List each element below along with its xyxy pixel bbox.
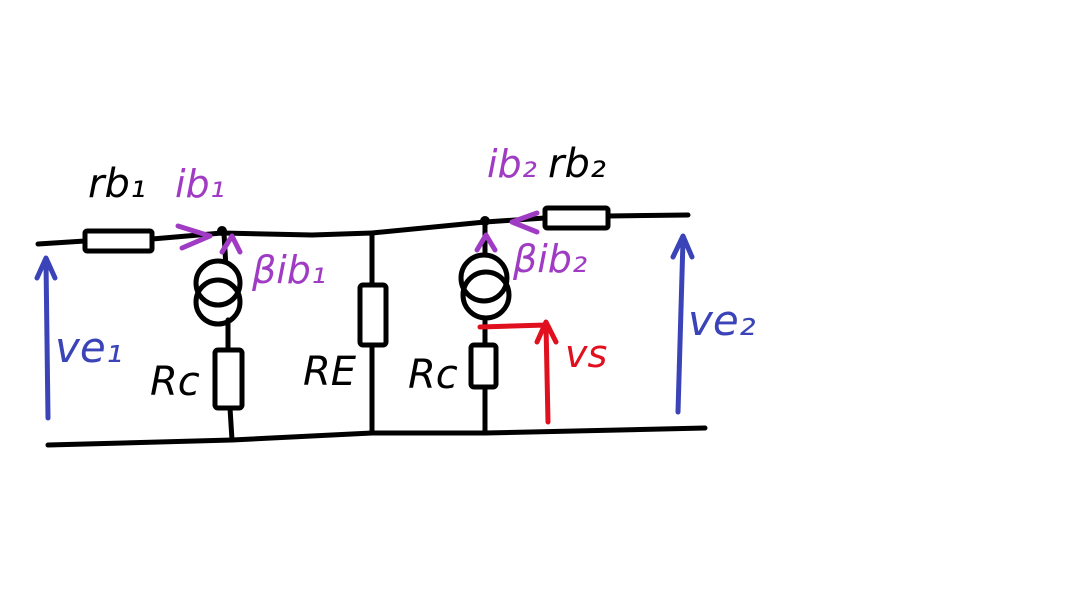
label-ib1: ib₁ <box>175 162 225 206</box>
top-wire-left <box>35 230 375 247</box>
bottom-wire <box>45 425 708 448</box>
label-beta-ib1: βib₁ <box>251 248 326 292</box>
label-ib2: ib₂ <box>487 142 537 186</box>
current-source-2-circle-b <box>460 269 512 321</box>
label-rb1: rb₁ <box>88 161 146 207</box>
ib1-arrow-icon <box>175 223 213 251</box>
label-rc1: Rc <box>150 359 200 405</box>
resistor-rb2 <box>542 205 611 231</box>
current-source-1-circle-a <box>193 258 243 308</box>
resistor-rb1 <box>82 228 155 254</box>
beta-ib2-arrow-icon <box>474 232 498 253</box>
current-source-2-circle-a <box>458 252 510 304</box>
ve1-arrow-icon <box>34 255 58 421</box>
label-rc2: Rc <box>408 352 458 398</box>
beta-ib1-arrow-icon <box>219 233 243 255</box>
resistor-rc2 <box>468 342 499 390</box>
label-beta-ib2: βib₂ <box>512 237 587 281</box>
vs-arrow-icon <box>477 319 559 425</box>
resistor-rc1 <box>212 347 245 411</box>
label-re: RE <box>303 349 357 395</box>
label-rb2: rb₂ <box>548 141 606 187</box>
resistor-re <box>357 282 389 348</box>
ib2-arrow-icon <box>509 210 540 235</box>
current-source-1-circle-b <box>193 277 243 327</box>
ve2-arrow-icon <box>670 233 695 415</box>
label-ve1: ve₁ <box>55 323 123 372</box>
label-ve2: ve₂ <box>688 296 756 345</box>
label-vs: vs <box>565 332 607 376</box>
